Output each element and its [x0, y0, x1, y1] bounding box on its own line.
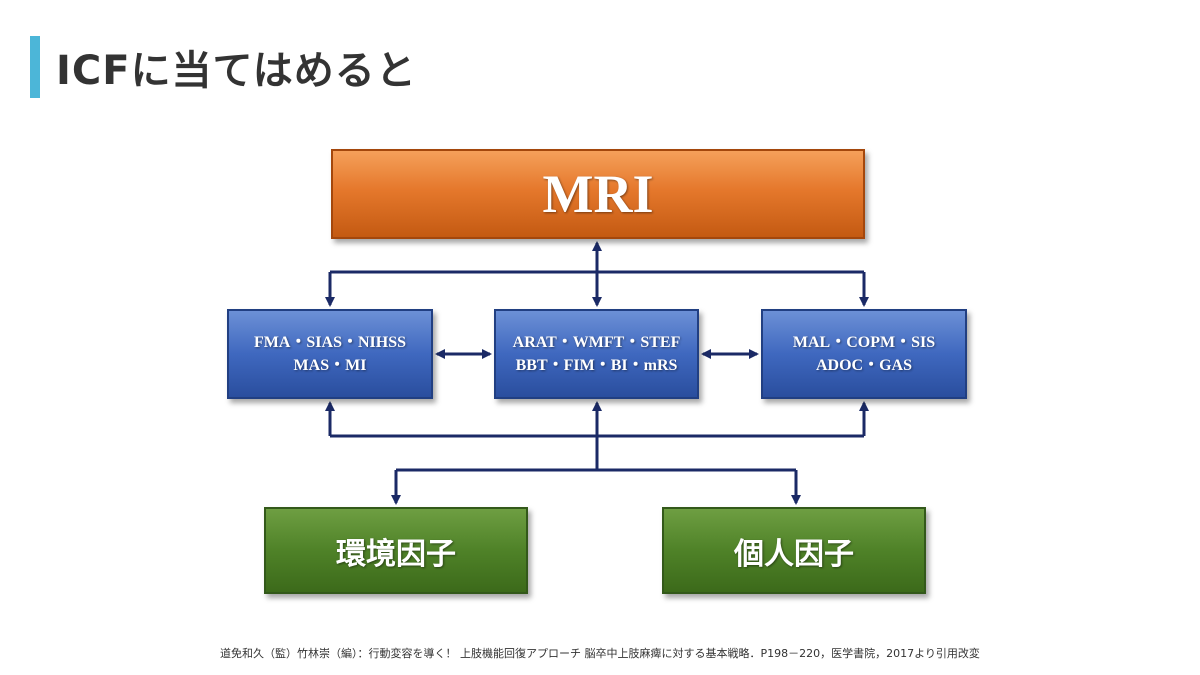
- assessment-right-line2: ADOC・GAS: [815, 357, 912, 374]
- personal-factors-box: 個人因子: [662, 507, 926, 594]
- citation-footer: 道免和久（監）竹林崇（編）：行動変容を導く！ 上肢機能回復アプローチ 脳卒中上肢…: [220, 647, 980, 660]
- assessment-left-line1: FMA・SIAS・NIHSS: [253, 334, 407, 351]
- mri-box: MRI: [331, 149, 865, 239]
- assessment-right-line1: MAL・COPM・SIS: [792, 334, 936, 351]
- assessment-center-line2: BBT・FIM・BI・mRS: [515, 357, 678, 374]
- assessment-box-left: FMA・SIAS・NIHSS MAS・MI: [227, 309, 433, 399]
- assessment-box-center: ARAT・WMFT・STEF BBT・FIM・BI・mRS: [494, 309, 699, 399]
- environmental-factors-box: 環境因子: [264, 507, 528, 594]
- page-title: ICFに当てはめると: [56, 48, 417, 94]
- assessment-center-line1: ARAT・WMFT・STEF: [512, 334, 681, 351]
- mri-label: MRI: [542, 164, 654, 224]
- environmental-factors-label: 環境因子: [336, 537, 456, 571]
- personal-factors-label: 個人因子: [734, 537, 854, 571]
- title-accent-bar: [30, 36, 40, 98]
- assessment-box-right: MAL・COPM・SIS ADOC・GAS: [761, 309, 967, 399]
- assessment-left-line2: MAS・MI: [293, 357, 367, 374]
